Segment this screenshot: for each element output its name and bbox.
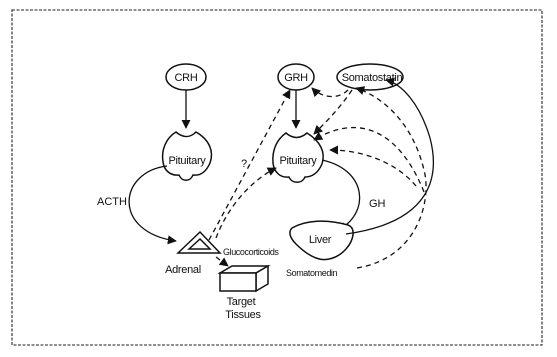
gh-arrow bbox=[321, 159, 361, 231]
liver-node bbox=[289, 220, 354, 261]
pituitary-left-label: Pituitary bbox=[168, 155, 206, 167]
glucocorticoid-to-tissues-arrow bbox=[215, 256, 229, 267]
acth-arrow bbox=[128, 165, 177, 245]
glucocorticoids-label: Glucocorticoids bbox=[223, 247, 279, 257]
target-tissues-label-line1: Target bbox=[227, 296, 256, 308]
adrenal-label: Adrenal bbox=[165, 264, 201, 276]
somatomedin-to-pituitary-feedback-2 bbox=[313, 126, 425, 193]
gh-label: GH bbox=[369, 198, 386, 210]
pituitary-right-label: Pituitary bbox=[279, 155, 317, 167]
acth-label: ACTH bbox=[97, 196, 127, 208]
pituitary-left-node bbox=[161, 131, 213, 181]
adrenal-to-pituitary-feedback bbox=[215, 167, 277, 239]
diagram-frame bbox=[11, 9, 543, 346]
somatomedin-to-pituitary-feedback bbox=[329, 145, 417, 187]
liver-to-somatostatin-feedback bbox=[345, 77, 435, 235]
adrenal-to-grh-feedback bbox=[208, 89, 291, 241]
somatomedin-label: Somatomedin bbox=[286, 268, 338, 278]
grh-label: GRH bbox=[284, 72, 308, 84]
liver-label: Liver bbox=[309, 234, 332, 246]
somatomedin-to-grh-feedback bbox=[355, 86, 427, 269]
unknown-effect-label: ? bbox=[241, 158, 247, 170]
somatostatin-to-pituitary-inhibition bbox=[313, 89, 353, 135]
pituitary-right-node bbox=[272, 132, 324, 183]
adrenal-node-inner bbox=[187, 237, 212, 250]
somatostatin-to-grh-feedback bbox=[311, 87, 349, 98]
crh-label: CRH bbox=[175, 72, 198, 84]
target-tissues-box-front bbox=[219, 272, 257, 292]
target-tissues-label-line2: Tissues bbox=[225, 309, 261, 321]
